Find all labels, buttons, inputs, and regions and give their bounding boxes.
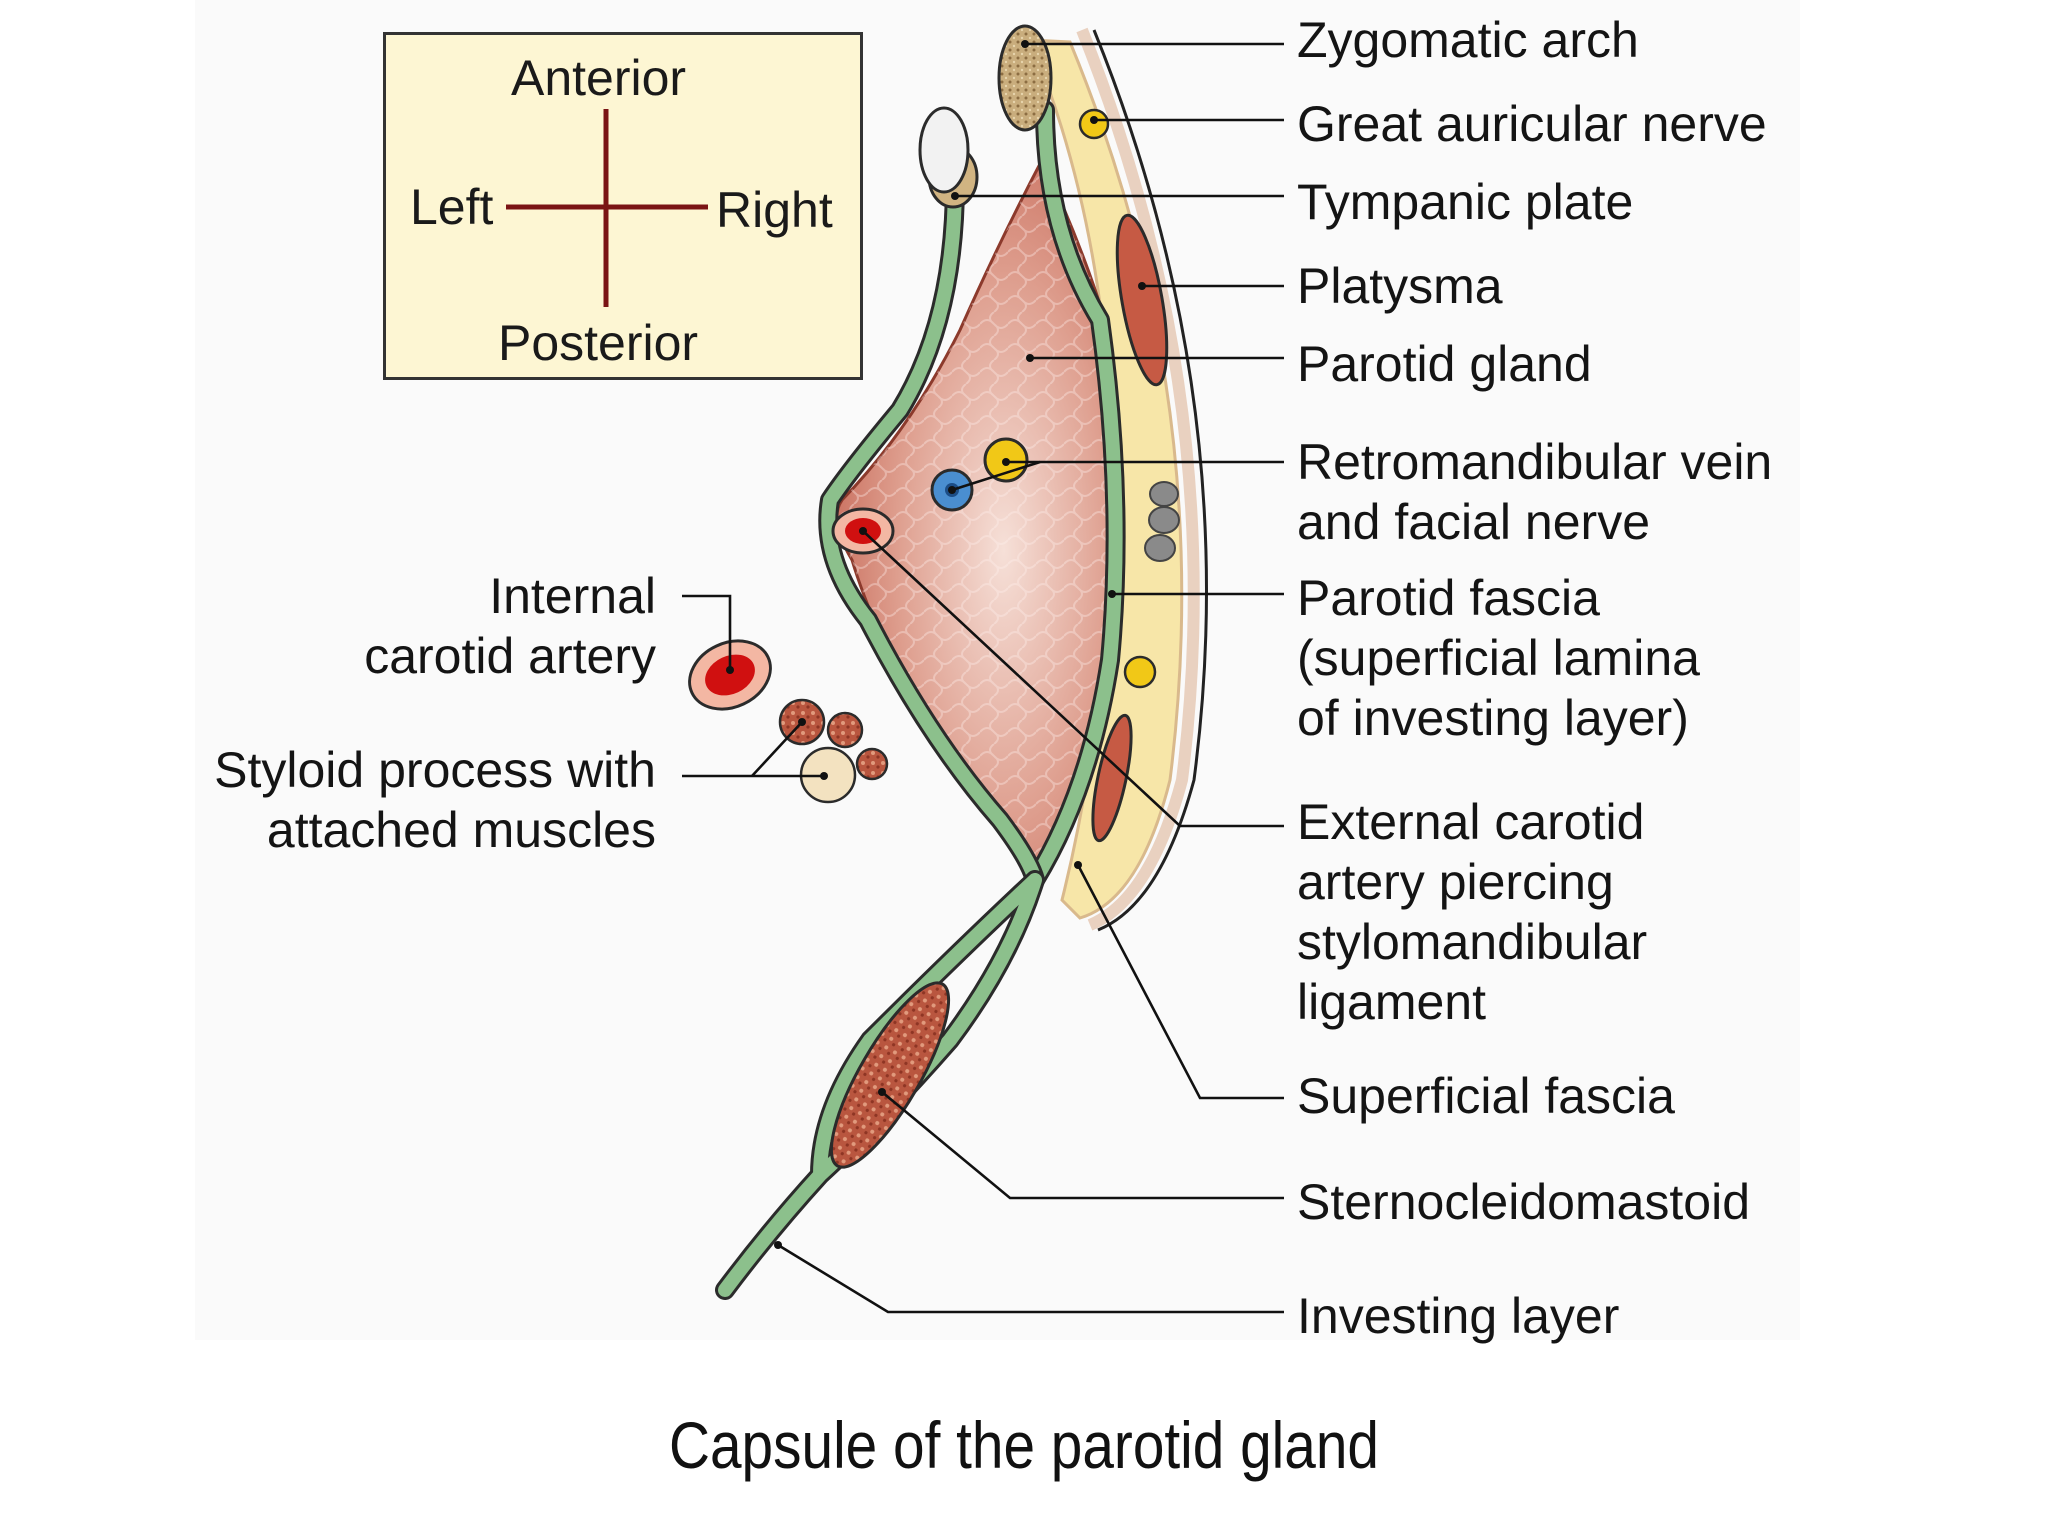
platysma-upper — [1115, 213, 1169, 387]
parotid-gland-lobules — [836, 160, 1115, 870]
compass-left: Left — [410, 179, 494, 235]
orientation-compass: Anterior Posterior Left Right — [383, 32, 863, 380]
internal-carotid-lumen — [705, 654, 755, 696]
sternocleidomastoid-muscle — [829, 981, 951, 1169]
leader-lines — [682, 42, 1284, 1314]
label-platysma: Platysma — [1297, 258, 1503, 314]
label-retromandibular-vein: Retromandibular vein — [1297, 434, 1773, 490]
leader-dots — [726, 40, 1146, 1249]
parotid-fascia — [715, 100, 1126, 1300]
lymph-nodes — [1144, 481, 1180, 562]
label-styloid-process: Styloid process with — [214, 742, 656, 798]
styloid-process-group — [778, 698, 889, 804]
figure-caption: Capsule of the parotid gland — [668, 1408, 1380, 1482]
label-zygomatic-arch: Zygomatic arch — [1297, 12, 1639, 68]
compass-posterior: Posterior — [498, 315, 699, 371]
compass-cross — [506, 109, 708, 307]
tympanic-plate-cap — [918, 106, 970, 194]
label-investing-layer: Investing layer — [1297, 1288, 1620, 1344]
compass-right: Right — [716, 182, 833, 238]
label-external-carotid-3: stylomandibular — [1297, 914, 1648, 970]
label-external-carotid-2: artery piercing — [1297, 854, 1614, 910]
label-sternocleidomastoid: Sternocleidomastoid — [1297, 1174, 1751, 1230]
label-great-auricular-nerve: Great auricular nerve — [1297, 96, 1767, 152]
platysma-lower — [1091, 713, 1133, 843]
label-superficial-fascia: Superficial fascia — [1297, 1068, 1675, 1124]
label-styloid-process-2: attached muscles — [266, 802, 656, 858]
skin-edge — [1076, 27, 1200, 931]
label-parotid-fascia: Parotid fascia — [1297, 570, 1600, 626]
label-parotid-gland: Parotid gland — [1297, 336, 1592, 392]
skin-outline — [1092, 29, 1208, 932]
label-external-carotid-4: ligament — [1297, 974, 1486, 1030]
label-parotid-fascia-3: of investing layer) — [1297, 690, 1689, 746]
label-internal-carotid-2: carotid artery — [364, 628, 656, 684]
zygomatic-arch-bone — [997, 24, 1053, 132]
label-facial-nerve: and facial nerve — [1297, 494, 1651, 550]
label-parotid-fascia-2: (superficial lamina — [1297, 630, 1700, 686]
superficial-nerve — [1123, 655, 1157, 689]
label-internal-carotid: Internal — [489, 568, 656, 624]
label-external-carotid: External carotid — [1297, 794, 1645, 850]
label-tympanic-plate: Tympanic plate — [1297, 174, 1634, 230]
compass-anterior: Anterior — [511, 50, 687, 106]
